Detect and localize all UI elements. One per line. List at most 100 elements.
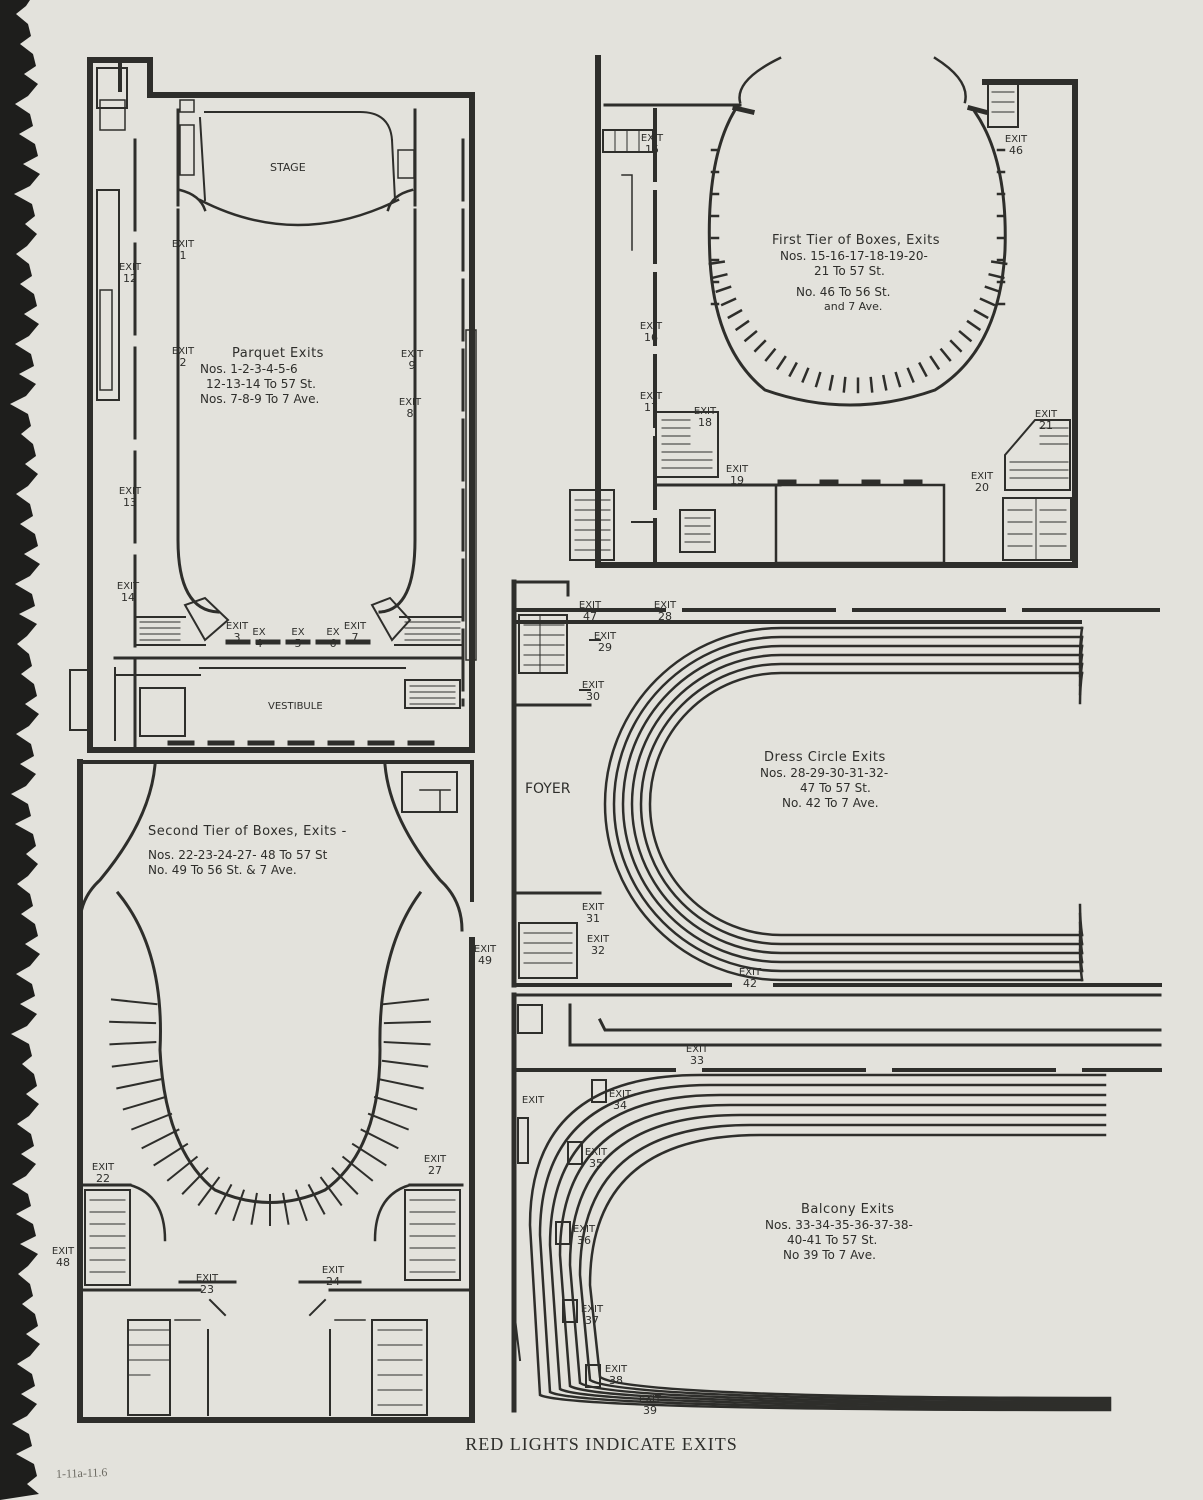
seat-row-mark	[110, 998, 158, 1006]
seat-row-mark	[949, 339, 963, 353]
dress-circle-exits-line-2: 47 To 57 St.	[800, 781, 871, 796]
seat-row-mark	[743, 329, 758, 343]
balcony-exit-door	[591, 1079, 607, 1103]
exit-word: EXIT	[738, 967, 762, 978]
seat-row-mark	[373, 1095, 418, 1111]
dress-circle-exits-title: Dress Circle Exits	[764, 750, 886, 765]
second-tier-exits-legend: Second Tier of Boxes, Exits - Nos. 22-23…	[148, 824, 347, 878]
parquet-exits-line-1: Nos. 1-2-3-4-5-6	[200, 362, 298, 377]
seat-row-mark	[720, 297, 737, 307]
seat-row-mark	[166, 1155, 199, 1182]
first-tier-exits-line-3: No. 46 To 56 St.	[796, 285, 891, 300]
seat-row-mark	[109, 1020, 157, 1025]
seat-row-mark	[906, 367, 915, 383]
second-tier-exits-line-2: No. 49 To 56 St. & 7 Ave.	[148, 863, 297, 878]
balcony-exit-door	[567, 1141, 583, 1165]
exit-number: 3	[233, 631, 241, 644]
exit-word: EXIT	[400, 349, 424, 360]
balcony-row	[538, 1083, 1112, 1410]
exit-number: 46	[1009, 144, 1023, 157]
exit-word: EXIT	[1034, 409, 1058, 420]
seat-row-mark	[988, 272, 1005, 280]
dress-circle-row	[648, 671, 1084, 937]
exit-word: EXIT	[639, 321, 663, 332]
exit-word: EXIT	[343, 621, 367, 632]
exit-number: 20	[975, 481, 989, 494]
exit-number: 29	[598, 641, 612, 654]
seat-row-mark	[814, 371, 822, 388]
dress-circle-exits-legend: Dress Circle Exits Nos. 28-29-30-31-32- …	[760, 750, 888, 811]
seat-row-mark	[111, 1059, 159, 1068]
parquet-exits-legend: Parquet Exits Nos. 1-2-3-4-5-6 12-13-14 …	[200, 346, 324, 407]
seat-row-mark	[775, 355, 787, 371]
exit-word: EXIT	[581, 902, 605, 913]
exit-word: EXIT	[604, 1364, 628, 1375]
seat-row-mark	[232, 1189, 246, 1222]
seat-row-mark	[966, 319, 982, 332]
seat-row-mark	[753, 339, 767, 353]
seat-row-mark	[382, 998, 430, 1006]
seat-row-mark	[882, 374, 888, 391]
vestibule-label: VESTIBULE	[268, 701, 323, 712]
balcony-exit-door	[562, 1299, 578, 1323]
exit-number: 17	[644, 401, 658, 414]
dress-circle-row	[630, 653, 1084, 955]
first-tier-exits-line-1: Nos. 15-16-17-18-19-20-	[780, 249, 928, 264]
seat-row-mark	[711, 272, 728, 280]
balcony-exits-legend: Balcony Exits Nos. 33-34-35-36-37-38- 40…	[765, 1202, 913, 1263]
dress-circle-exits-line-1: Nos. 28-29-30-31-32-	[760, 766, 889, 781]
seat-row-mark	[367, 1112, 410, 1131]
exit-word: EX	[326, 627, 340, 638]
exit-number: 2	[179, 356, 187, 369]
exit-word: EXIT	[593, 631, 617, 642]
stage-label: STAGE	[270, 161, 306, 174]
exit-number: 48	[56, 1256, 70, 1269]
dress-circle-row-end	[1078, 671, 1084, 705]
exit-word: EXIT	[685, 1044, 709, 1055]
exit-number: 37	[585, 1314, 599, 1327]
dress-circle-row	[612, 635, 1084, 973]
exit-number: 8	[406, 407, 414, 420]
exit-word: EXIT	[640, 133, 664, 144]
seat-row-mark	[727, 308, 743, 320]
first-tier-plan	[569, 55, 1078, 568]
exit-number: 36	[577, 1234, 591, 1247]
seat-row-mark	[378, 1078, 424, 1090]
seat-row-mark	[341, 1155, 374, 1182]
parquet-exits-line-3: Nos. 7-8-9 To 7 Ave.	[200, 392, 320, 407]
seat-row-mark	[801, 367, 810, 383]
exit-number: 13	[123, 496, 137, 509]
seat-row-mark	[869, 376, 874, 393]
exit-number: 27	[428, 1164, 442, 1177]
seat-row-mark	[383, 1020, 431, 1025]
exit-word: EXIT	[225, 621, 249, 632]
exit-number: 33	[690, 1054, 704, 1067]
dress-circle-row	[639, 662, 1084, 946]
seat-row-mark	[918, 361, 928, 378]
seat-row-mark	[979, 297, 996, 307]
balcony-row	[528, 1073, 1112, 1412]
exit-number: 14	[121, 591, 135, 604]
exit-word: EXIT	[423, 1154, 447, 1165]
parquet-plan	[69, 57, 477, 753]
exit-word: EXIT	[195, 1273, 219, 1284]
margin-note: 1-11a-11.6	[55, 1465, 108, 1481]
